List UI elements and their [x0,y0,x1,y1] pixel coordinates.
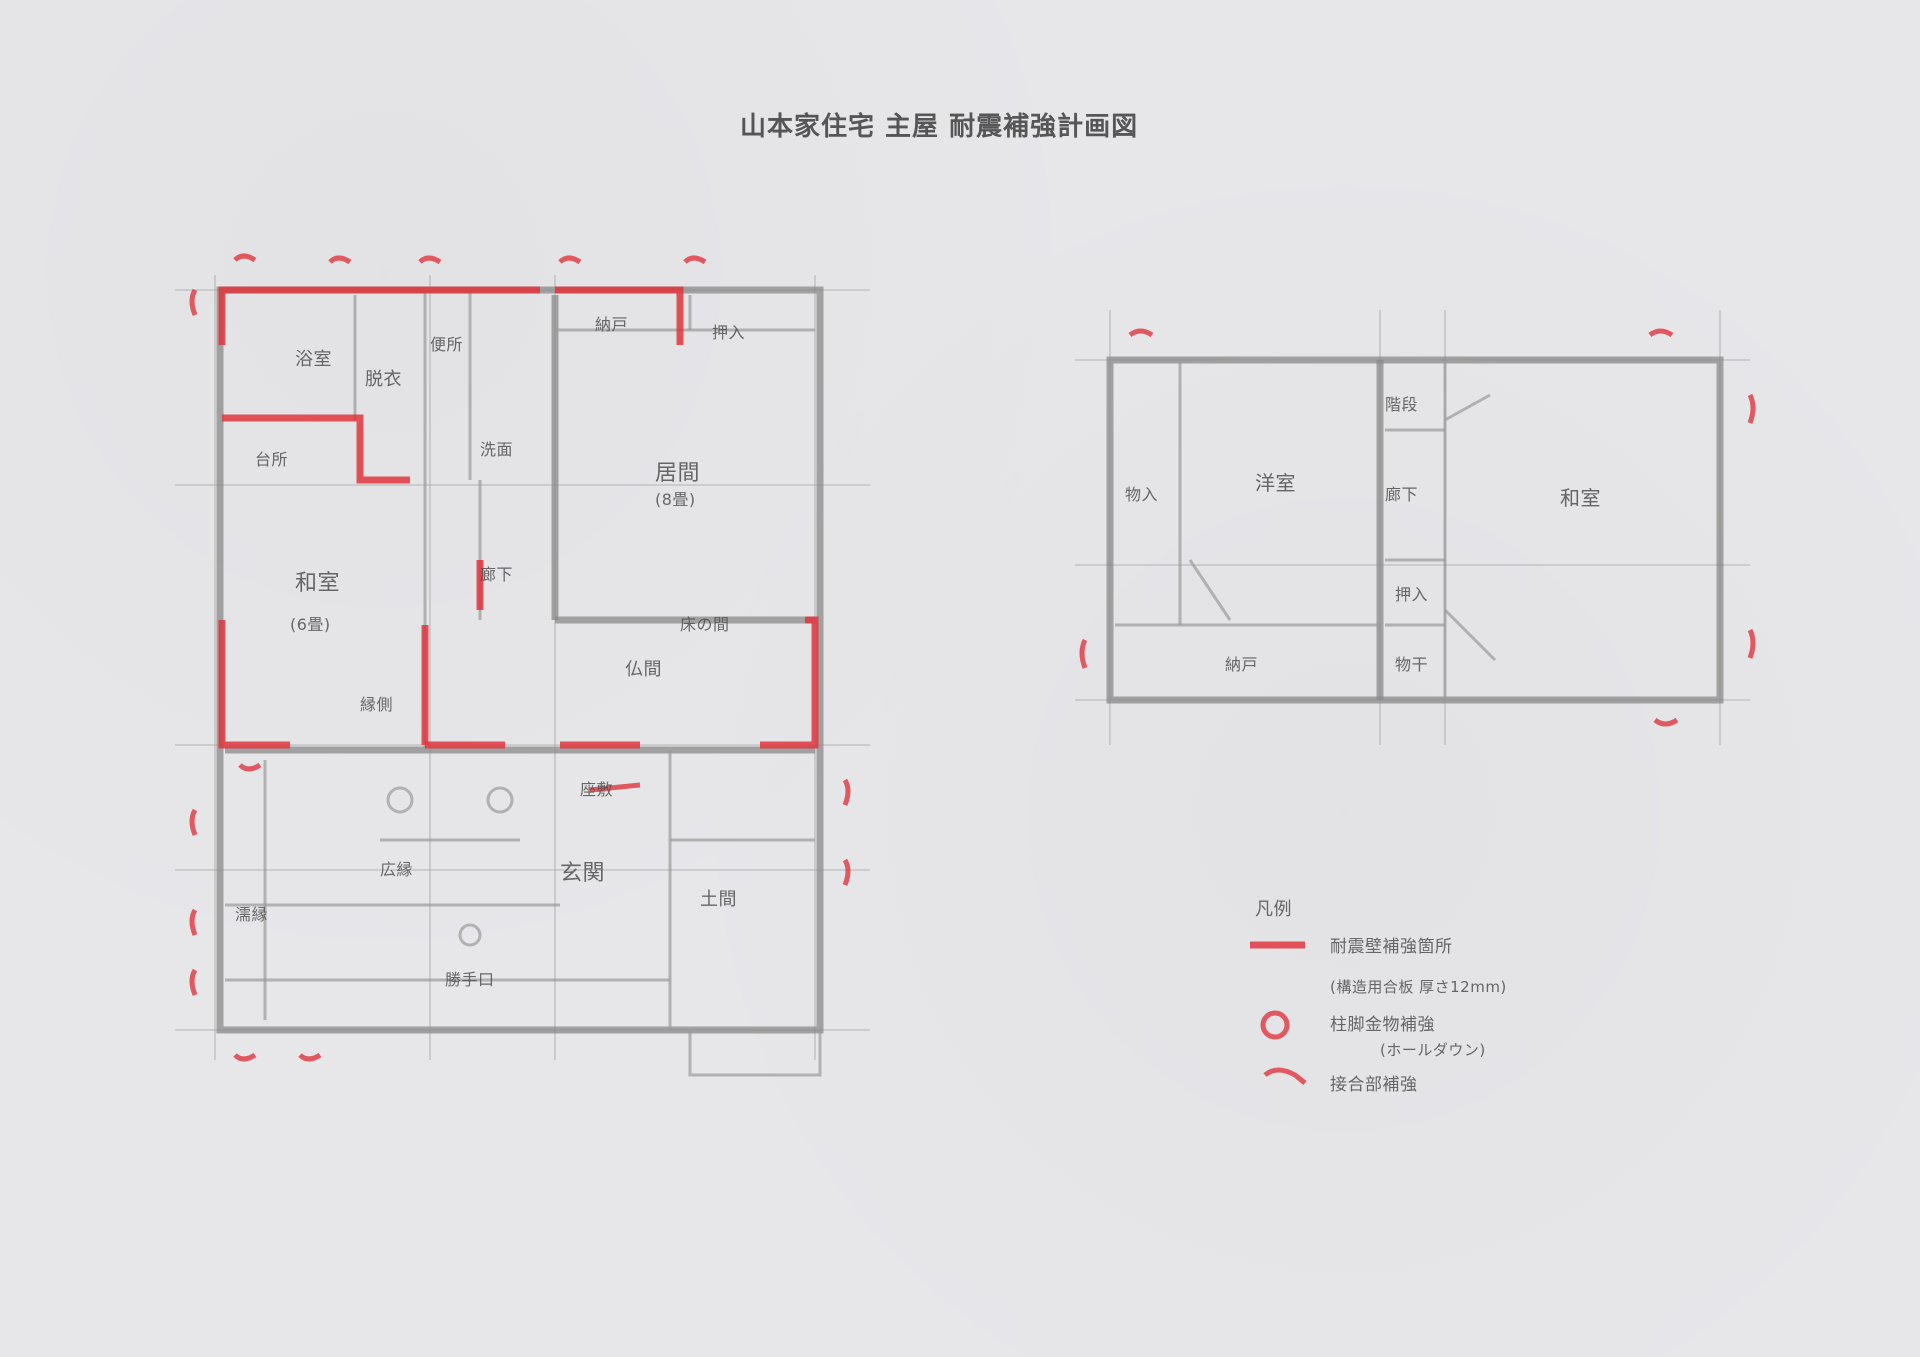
room-label: 玄関 [560,861,605,886]
door-swing [1443,608,1497,662]
room-label: 納戸 [1225,655,1258,674]
room-label: 座敷 [580,780,613,799]
holdown-mark-icon [189,968,198,996]
room-label-sub: (6畳) [290,615,331,634]
holdown-mark-icon [1653,717,1679,727]
holdown-mark-icon [842,858,851,886]
holdown-mark-icon [418,255,442,265]
room-label: 縁側 [360,695,393,714]
column-icon [486,786,514,814]
room-label: 廊下 [1385,485,1418,504]
room-label: 物干 [1395,655,1428,674]
room-label: 土間 [700,889,737,910]
room-label-sub: (8畳) [655,490,696,509]
room-label: 脱衣 [365,369,402,390]
reinforcement-wall [589,782,641,793]
legend: 凡例 耐震壁補強箇所 (構造用合板 厚さ12mm) 柱脚金物補強 (ホールダウン… [1250,899,1507,1095]
column-icon [458,923,482,947]
room-label: 押入 [1395,585,1428,604]
holdown-mark-icon [233,253,257,263]
reinforcement-wall [555,286,684,345]
reinforcement-wall [218,286,540,345]
room-label: 押入 [712,323,745,342]
holdown-mark-icon [1079,638,1088,669]
first-floor-plan: 浴室 脱衣 便所 洗面 納戸 押入 台所 居間 (8畳) 和室 (6畳) 廊下 … [175,253,870,1077]
holdown-mark-icon [842,778,851,806]
room-label: 床の間 [680,615,730,634]
holdown-mark-icon [1747,393,1756,424]
column-icon [386,786,414,814]
room-label: 和室 [295,571,340,596]
legend-swatch-holdown-icon [1260,1010,1290,1040]
legend-item-label: 接合部補強 [1330,1075,1418,1095]
holdown-mark-icon [189,288,198,316]
entrance-step [688,1030,822,1077]
holdown-mark-icon [328,255,352,265]
room-label: 広縁 [380,860,413,879]
room-label: 洗面 [480,440,513,459]
room-label: 勝手口 [445,970,495,989]
legend-item-label: 柱脚金物補強 [1330,1015,1435,1035]
holdown-mark-icon [1747,628,1756,659]
reinforcement-wall [222,414,410,484]
room-label: 台所 [255,450,288,469]
room-label: 便所 [430,335,463,354]
holdown-mark-icon [233,1052,257,1062]
second-floor-plan: 洋室 物入 階段 和室 廊下 押入 納戸 物干 [1075,310,1756,745]
reinforcement-wall [760,616,819,749]
outer-wall [1106,356,1724,704]
holdown-mark-icon [558,255,582,265]
room-label: 浴室 [295,349,332,370]
legend-item-note: (構造用合板 厚さ12mm) [1330,978,1507,996]
legend-item-note: (ホールダウン) [1380,1041,1486,1059]
legend-swatch-joint-icon [1263,1067,1307,1085]
holdown-mark-icon [189,908,198,936]
reinforcement-wall [218,620,290,749]
holdown-mark-icon [1128,328,1154,338]
legend-item-label: 耐震壁補強箇所 [1330,937,1453,957]
room-label: 濡縁 [235,905,268,924]
room-label: 階段 [1385,395,1418,414]
room-label: 洋室 [1255,471,1296,495]
room-label: 納戸 [595,315,628,334]
holdown-mark-icon [683,255,707,265]
holdown-mark-icon [298,1052,322,1062]
outer-wall [216,286,824,1034]
drawing-title: 山本家住宅 主屋 耐震補強計画図 [740,111,1138,142]
room-label: 和室 [1560,486,1601,510]
holdown-mark-icon [1648,328,1674,338]
door-swing [1444,393,1491,422]
room-label: 居間 [655,461,700,486]
door-swing [1188,559,1232,621]
room-label: 物入 [1125,485,1158,504]
legend-heading: 凡例 [1255,899,1292,920]
room-label: 仏間 [625,659,662,680]
holdown-mark-icon [189,808,198,836]
room-label: 廊下 [480,565,513,584]
holdown-mark-icon [238,762,262,772]
